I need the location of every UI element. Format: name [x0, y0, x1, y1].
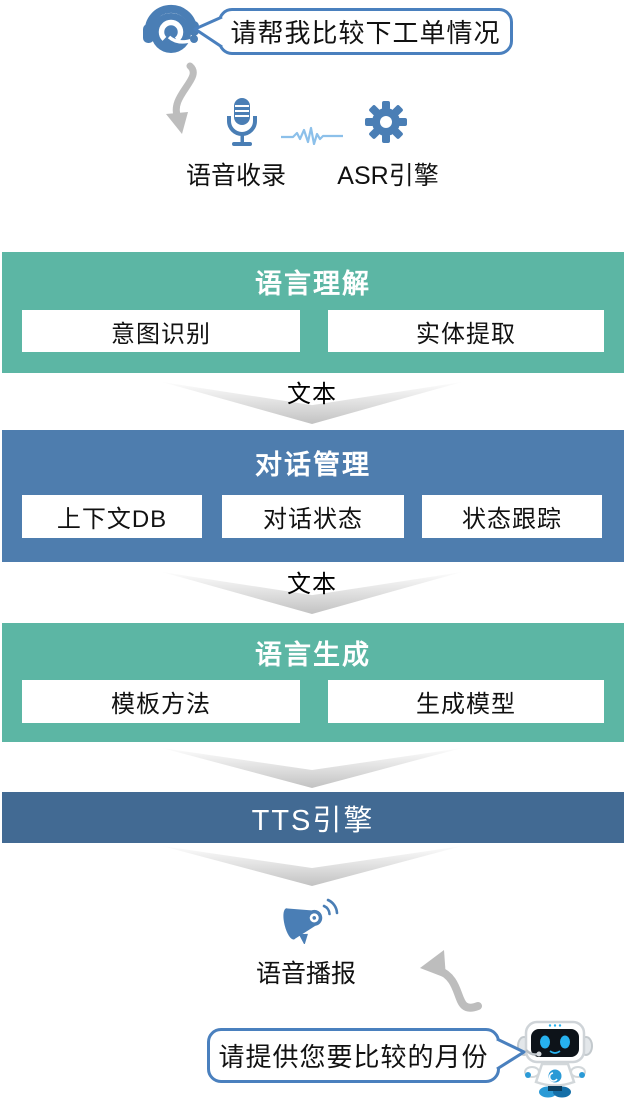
robot-icon: [517, 1020, 593, 1098]
flow-arrow-1-label: 文本: [287, 381, 337, 408]
curved-arrow-down-icon: [166, 62, 197, 134]
nlg-block: 语言生成 模板方法 生成模型: [2, 623, 624, 742]
microphone-icon: [227, 98, 257, 146]
flow-arrow-3: [162, 748, 462, 788]
curved-arrow-up-icon: [420, 950, 482, 1012]
nlu-title: 语言理解: [255, 269, 371, 299]
dialog-management-block: 对话管理 上下文DB 对话状态 状态跟踪: [2, 430, 624, 562]
nlg-title: 语言生成: [255, 640, 371, 670]
user-bubble-tail: [193, 15, 223, 49]
asr-engine-label: ASR引擎: [337, 162, 439, 190]
waveform-icon: [281, 126, 343, 145]
state-tracking-box: 状态跟踪: [422, 495, 602, 538]
tts-engine-label: TTS引擎: [251, 804, 375, 837]
bot-speech-bubble: 请提供您要比较的月份: [207, 1028, 500, 1083]
intent-recognition-box: 意图识别: [22, 310, 300, 352]
gear-icon: [365, 101, 407, 143]
bot-speech-text: 请提供您要比较的月份: [218, 1042, 489, 1072]
context-db-box: 上下文DB: [22, 495, 202, 538]
bot-bubble-tail: [496, 1037, 526, 1071]
nlu-block: 语言理解 意图识别 实体提取: [2, 252, 624, 373]
tts-engine-bar: TTS引擎: [2, 792, 624, 843]
headset-agent-icon: [143, 4, 199, 53]
dialog-management-title: 对话管理: [255, 450, 371, 480]
entity-extraction-box: 实体提取: [328, 310, 604, 352]
voice-broadcast-label: 语音播报: [255, 960, 356, 988]
flow-arrow-2-label: 文本: [287, 571, 337, 598]
generative-model-box: 生成模型: [328, 680, 604, 723]
template-method-box: 模板方法: [22, 680, 300, 723]
flow-arrow-4: [162, 846, 462, 886]
user-speech-text: 请帮我比较下工单情况: [230, 18, 501, 48]
dialog-state-box: 对话状态: [222, 495, 404, 538]
megaphone-icon: [283, 898, 339, 944]
user-speech-bubble: 请帮我比较下工单情况: [218, 8, 513, 55]
voice-capture-label: 语音收录: [185, 162, 286, 190]
